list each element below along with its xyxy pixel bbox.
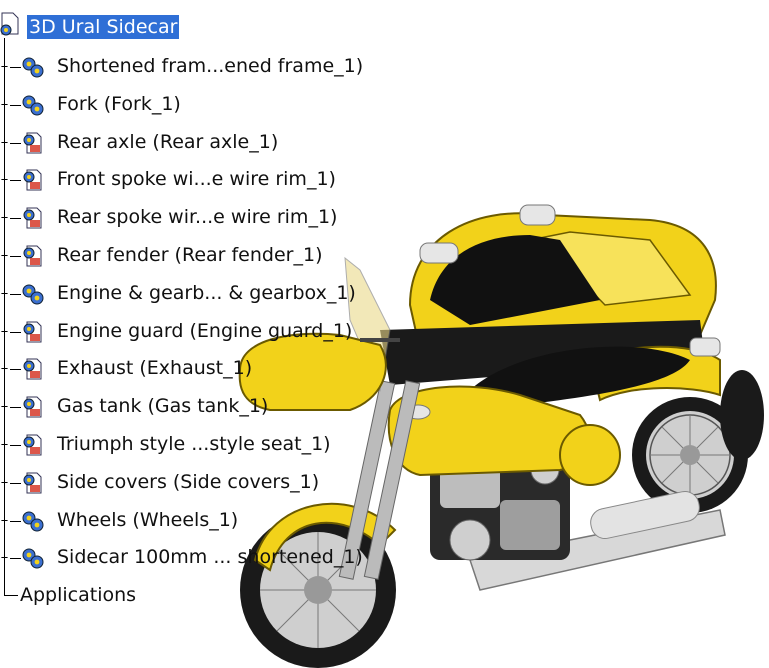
- tree-connector-hook: [4, 595, 18, 596]
- tree-item[interactable]: + Shortened fram...ened frame_1): [0, 48, 380, 86]
- product-icon: [22, 57, 44, 78]
- product-icon: [0, 12, 19, 36]
- part-icon: [23, 358, 42, 380]
- tree-item-label[interactable]: Rear fender (Rear fender_1): [57, 244, 323, 266]
- tree-item[interactable]: + Wheels (Wheels_1): [0, 502, 380, 540]
- tree-item-label[interactable]: Wheels (Wheels_1): [57, 508, 239, 531]
- expand-toggle[interactable]: +: [0, 59, 9, 73]
- sidecar-wheel: [720, 370, 764, 460]
- expand-toggle[interactable]: +: [0, 361, 9, 376]
- tree-item[interactable]: + Rear spoke wir...e wire rim_1): [0, 199, 380, 237]
- expand-toggle[interactable]: +: [0, 550, 9, 565]
- tree-item-label[interactable]: Front spoke wi...e wire rim_1): [57, 168, 336, 191]
- part-icon: [23, 434, 42, 456]
- part-icon: [23, 169, 42, 191]
- tree-branch-line: [10, 558, 21, 560]
- part-icon: [23, 207, 42, 229]
- part-icon: [23, 245, 42, 267]
- tree-item-label[interactable]: Exhaust (Exhaust_1): [57, 357, 253, 380]
- fork: [338, 380, 421, 580]
- engine: [430, 455, 570, 561]
- expand-toggle[interactable]: +: [0, 172, 9, 187]
- tree-branch-line: [10, 67, 21, 68]
- tree-item-label[interactable]: Shortened fram...ened frame_1): [57, 55, 364, 77]
- tree-item[interactable]: + Front spoke wi...e wire rim_1): [0, 161, 380, 199]
- tree-item[interactable]: + Exhaust (Exhaust_1): [0, 350, 380, 388]
- tree-item-label[interactable]: Engine & gearb... & gearbox_1): [57, 281, 356, 304]
- seat-and-fender: [470, 337, 721, 410]
- tree-item[interactable]: + Engine guard (Engine guard_1): [0, 313, 380, 351]
- part-icon: [23, 132, 42, 154]
- expand-toggle[interactable]: +: [0, 96, 9, 111]
- tree-connector-line: [4, 38, 5, 596]
- part-icon: [23, 396, 42, 418]
- tree-item[interactable]: + Sidecar 100mm ... shortened_1): [0, 539, 380, 577]
- gas-tank: [387, 385, 621, 486]
- tree-item-label[interactable]: Engine guard (Engine guard_1): [57, 319, 353, 342]
- tree-branch-line: [10, 293, 21, 295]
- tree-item[interactable]: + Fork (Fork_1): [0, 86, 380, 124]
- part-icon: [23, 472, 42, 494]
- expand-toggle[interactable]: +: [0, 285, 9, 300]
- product-icon: [22, 284, 44, 305]
- tree-item[interactable]: + Gas tank (Gas tank_1): [0, 388, 380, 426]
- tree-branch-line: [10, 104, 21, 106]
- tree-item-label[interactable]: Fork (Fork_1): [57, 92, 181, 115]
- tree-item-label[interactable]: Gas tank (Gas tank_1): [57, 395, 269, 418]
- product-icon: [22, 95, 44, 116]
- expand-toggle[interactable]: +: [0, 512, 9, 527]
- tree-branch-line: [10, 256, 21, 257]
- tree-branch-line: [10, 142, 21, 144]
- part-icon: [23, 321, 42, 343]
- tree-item-applications[interactable]: Applications: [20, 584, 137, 606]
- tree-item-label[interactable]: Rear axle (Rear axle_1): [57, 130, 279, 153]
- product-icon: [22, 511, 44, 532]
- tree-item-label[interactable]: Rear spoke wir...e wire rim_1): [57, 206, 338, 229]
- tree-branch-line: [10, 445, 21, 446]
- tree-item[interactable]: + Engine & gearb... & gearbox_1): [0, 275, 380, 313]
- sidecar-model[interactable]: [238, 204, 764, 668]
- tree-item-label[interactable]: Triumph style ...style seat_1): [57, 433, 331, 455]
- tree-branch-line: [10, 482, 21, 484]
- tree-branch-line: [10, 407, 21, 409]
- tree-branch-line: [10, 218, 21, 220]
- headlight-and-windshield: [238, 256, 400, 411]
- product-icon: [22, 548, 44, 569]
- tree-branch-line: [10, 180, 21, 182]
- rear-wheel: [632, 397, 748, 513]
- expand-toggle[interactable]: +: [0, 323, 9, 338]
- expand-toggle[interactable]: +: [0, 474, 9, 489]
- exhaust: [469, 490, 726, 591]
- expand-toggle[interactable]: +: [0, 248, 9, 262]
- tree-item[interactable]: + Rear axle (Rear axle_1): [0, 124, 380, 162]
- tree-item[interactable]: + Rear fender (Rear fender_1): [0, 237, 380, 275]
- tree-root[interactable]: 3D Ural Sidecar: [0, 0, 380, 39]
- expand-toggle[interactable]: +: [0, 437, 9, 451]
- tree-branch-line: [10, 369, 21, 371]
- tree-item-label[interactable]: Side covers (Side covers_1): [57, 470, 320, 493]
- tree-branch-line: [10, 331, 21, 333]
- expand-toggle[interactable]: +: [0, 399, 9, 414]
- tree-item[interactable]: + Triumph style ...style seat_1): [0, 426, 380, 464]
- tree-branch-line: [10, 520, 21, 522]
- sidecar-body: [380, 204, 717, 385]
- tree-root-label[interactable]: 3D Ural Sidecar: [27, 15, 180, 39]
- expand-toggle[interactable]: +: [0, 210, 9, 225]
- tree-item[interactable]: + Side covers (Side covers_1): [0, 464, 380, 502]
- tree-item-label[interactable]: Sidecar 100mm ... shortened_1): [57, 546, 363, 569]
- expand-toggle[interactable]: +: [0, 134, 9, 149]
